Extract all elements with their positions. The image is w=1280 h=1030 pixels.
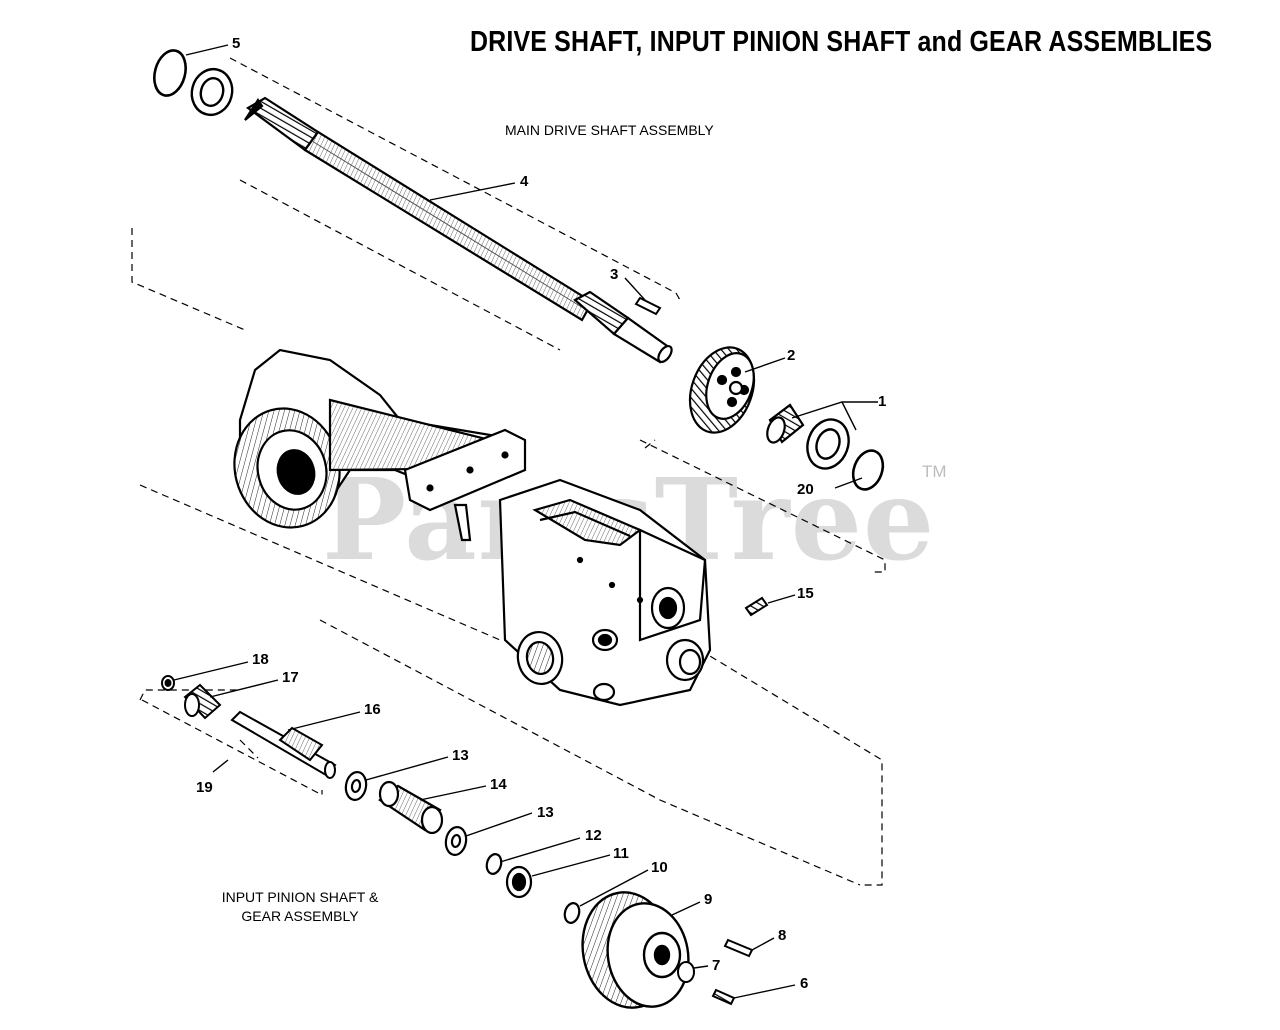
callout-11[interactable]: 11	[613, 845, 629, 862]
key-3	[634, 296, 662, 316]
snap-ring-5	[153, 49, 187, 97]
bushing-14	[378, 780, 444, 835]
callout-19[interactable]: 19	[196, 779, 213, 796]
callout-18[interactable]: 18	[252, 651, 269, 668]
gear-2	[688, 346, 756, 434]
callout-14[interactable]: 14	[490, 776, 507, 793]
nut-18	[161, 675, 175, 691]
gear-case-housing	[498, 478, 712, 707]
callout-15[interactable]: 15	[797, 585, 814, 602]
callout-6[interactable]: 6	[800, 975, 809, 992]
pin-8	[723, 938, 754, 958]
bearing-cone-1	[766, 403, 805, 444]
snap-ring-20	[851, 449, 885, 491]
callout-10[interactable]: 10	[651, 859, 668, 876]
callout-12[interactable]: 12	[585, 827, 602, 844]
pinion-gear-17	[183, 683, 222, 720]
washer-13a	[344, 771, 368, 801]
callout-7[interactable]: 7	[712, 957, 721, 974]
callout-13-upper[interactable]: 13	[452, 747, 469, 764]
callout-4[interactable]: 4	[520, 173, 529, 190]
callout-16[interactable]: 16	[364, 701, 381, 718]
input-pinion-caption: INPUT PINION SHAFT & GEAR ASSEMBLY	[190, 888, 410, 926]
snap-ring-10	[563, 902, 581, 924]
set-screw-15	[744, 596, 769, 617]
bearing-cup-1	[806, 418, 850, 470]
axle-tube-housing	[233, 348, 527, 542]
callout-9[interactable]: 9	[704, 891, 713, 908]
leader-lines	[173, 44, 878, 999]
callout-3[interactable]: 3	[610, 266, 619, 283]
callout-5[interactable]: 5	[232, 35, 241, 52]
callout-13-lower[interactable]: 13	[537, 804, 554, 821]
assembly-outlines	[131, 57, 886, 886]
main-assembly-lower-edge	[239, 179, 561, 351]
callout-8[interactable]: 8	[778, 927, 787, 944]
input-pinion-caption-line2: GEAR ASSEMBLY	[241, 908, 359, 924]
callout-2[interactable]: 2	[787, 347, 796, 364]
diagram-title: DRIVE SHAFT, INPUT PINION SHAFT and GEAR…	[470, 26, 1213, 58]
input-shaft-16	[230, 710, 337, 779]
snap-ring-12	[485, 853, 503, 875]
main-assembly-left-edge	[131, 228, 246, 331]
washer-7	[677, 961, 695, 983]
main-drive-caption: MAIN DRIVE SHAFT ASSEMBLY	[505, 122, 714, 138]
screw-6	[711, 988, 736, 1006]
input-pinion-caption-line1: INPUT PINION SHAFT &	[221, 889, 379, 905]
main-assembly-top-edge	[229, 57, 677, 294]
watermark-tm: TM	[922, 462, 947, 481]
pulley-9	[581, 891, 690, 1009]
callout-1[interactable]: 1	[878, 393, 887, 410]
callout-17[interactable]: 17	[282, 669, 299, 686]
bearing-5	[190, 67, 234, 117]
washer-13b	[444, 826, 468, 856]
main-drive-shaft-4	[244, 96, 673, 364]
callout-20[interactable]: 20	[797, 481, 814, 498]
bearing-11	[505, 865, 533, 899]
